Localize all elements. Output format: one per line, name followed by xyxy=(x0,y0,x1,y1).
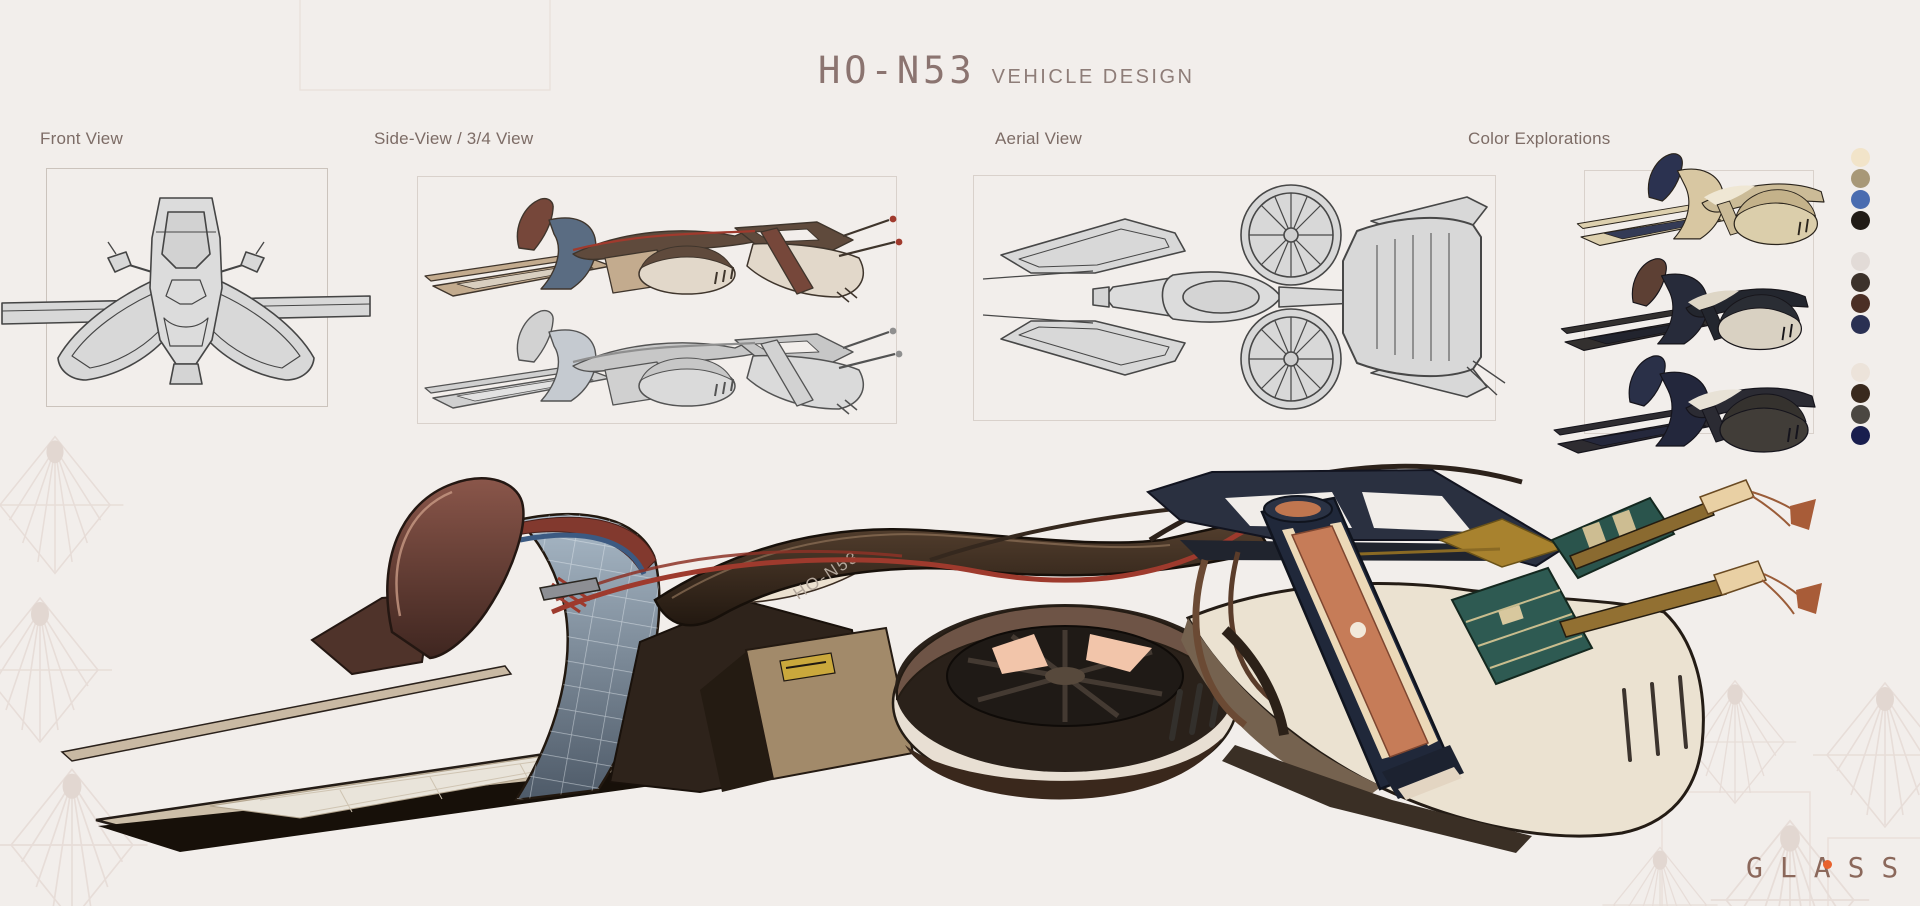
color-swatch xyxy=(1851,315,1870,334)
color-swatch xyxy=(1851,273,1870,292)
side-view-label: Side-View / 3/4 View xyxy=(374,129,534,148)
page-title-suffix: VEHICLE DESIGN xyxy=(991,66,1195,88)
color-swatch xyxy=(1851,363,1870,382)
aerial-view-panel xyxy=(973,175,1496,421)
aerial-view-drawing xyxy=(982,184,1506,410)
color-swatch xyxy=(1851,252,1870,271)
palette-1 xyxy=(1851,148,1870,230)
studio-logo-text: GLASS xyxy=(1746,851,1915,884)
palette-3 xyxy=(1851,363,1870,445)
color-swatch xyxy=(1851,190,1870,209)
color-explorations-label: Color Explorations xyxy=(1468,129,1611,148)
page-title-code: HO-N53 xyxy=(818,49,976,92)
color-swatch xyxy=(1851,384,1870,403)
palette-2 xyxy=(1851,252,1870,334)
color-swatch xyxy=(1851,426,1870,445)
color-swatch xyxy=(1851,169,1870,188)
aerial-view-label: Aerial View xyxy=(995,129,1082,148)
color-swatch xyxy=(1851,148,1870,167)
color-swatch xyxy=(1851,294,1870,313)
front-view-drawing xyxy=(1,197,371,385)
color-swatch xyxy=(1851,211,1870,230)
logo-accent-dot xyxy=(1823,860,1832,869)
page-title: HO-N53 VEHICLE DESIGN xyxy=(818,52,1194,89)
color-swatch xyxy=(1851,405,1870,424)
front-view-label: Front View xyxy=(40,129,123,148)
side-view-panel xyxy=(417,176,897,424)
studio-logo: GLASS xyxy=(1746,846,1920,894)
front-view-panel xyxy=(46,168,328,407)
